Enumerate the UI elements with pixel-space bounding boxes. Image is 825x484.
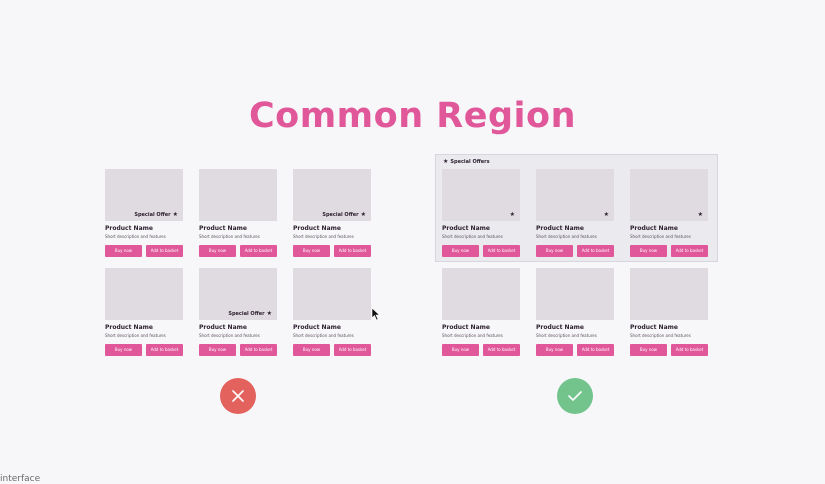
add-to-basket-button[interactable]: Add to basket	[240, 344, 277, 356]
product-description: Short description and features	[293, 234, 354, 239]
star-icon: ★	[603, 211, 609, 218]
product-image: Special Offer★	[105, 169, 183, 221]
special-offer-text: Special Offer	[228, 311, 265, 317]
product-description: Short description and features	[199, 234, 260, 239]
special-offer-text: Special Offer	[322, 212, 359, 218]
product-card: ★ Product Name Short description and fea…	[442, 169, 520, 257]
add-to-basket-button[interactable]: Add to basket	[577, 245, 614, 257]
product-image: ★	[630, 169, 708, 221]
special-offer-tag: Special Offer★	[134, 211, 178, 218]
product-card: ★ Product Name Short description and fea…	[536, 169, 614, 257]
product-image: Special Offer★	[199, 268, 277, 320]
product-image: Special Offer★	[293, 169, 371, 221]
buy-now-button[interactable]: Buy now	[293, 245, 330, 257]
buy-now-button[interactable]: Buy now	[105, 245, 142, 257]
product-image	[105, 268, 183, 320]
buy-now-button[interactable]: Buy now	[199, 344, 236, 356]
special-offer-tag: Special Offer★	[228, 310, 272, 317]
product-description: Short description and features	[199, 333, 260, 338]
correct-badge	[557, 378, 593, 414]
star-icon: ★	[697, 211, 703, 218]
region-label-text: Special Offers	[450, 159, 490, 165]
product-description: Short description and features	[536, 234, 597, 239]
add-to-basket-button[interactable]: Add to basket	[334, 245, 371, 257]
incorrect-badge	[220, 378, 256, 414]
footer-text: interface	[0, 474, 41, 484]
product-description: Short description and features	[105, 333, 166, 338]
product-card: Product Name Short description and featu…	[199, 169, 277, 257]
add-to-basket-button[interactable]: Add to basket	[577, 344, 614, 356]
product-name: Product Name	[630, 225, 678, 232]
buy-now-button[interactable]: Buy now	[293, 344, 330, 356]
product-image	[442, 268, 520, 320]
product-description: Short description and features	[630, 333, 691, 338]
product-card: Product Name Short description and featu…	[536, 268, 614, 356]
add-to-basket-button[interactable]: Add to basket	[671, 344, 708, 356]
product-card: Product Name Short description and featu…	[293, 268, 371, 356]
product-name: Product Name	[199, 225, 247, 232]
add-to-basket-button[interactable]: Add to basket	[671, 245, 708, 257]
product-image: ★	[442, 169, 520, 221]
product-image: ★	[536, 169, 614, 221]
add-to-basket-button[interactable]: Add to basket	[146, 245, 183, 257]
product-name: Product Name	[630, 324, 678, 331]
page-title: Common Region	[248, 96, 577, 136]
product-card: ★ Product Name Short description and fea…	[630, 169, 708, 257]
buy-now-button[interactable]: Buy now	[442, 344, 479, 356]
product-description: Short description and features	[442, 234, 503, 239]
x-icon	[232, 390, 244, 402]
star-icon: ★	[360, 211, 366, 218]
buy-now-button[interactable]: Buy now	[199, 245, 236, 257]
product-card: Special Offer★ Product Name Short descri…	[105, 169, 183, 257]
product-description: Short description and features	[293, 333, 354, 338]
product-image	[199, 169, 277, 221]
buy-now-button[interactable]: Buy now	[442, 245, 479, 257]
star-icon: ★	[172, 211, 178, 218]
product-description: Short description and features	[630, 234, 691, 239]
product-name: Product Name	[442, 324, 490, 331]
add-to-basket-button[interactable]: Add to basket	[483, 344, 520, 356]
buy-now-button[interactable]: Buy now	[630, 344, 667, 356]
add-to-basket-button[interactable]: Add to basket	[483, 245, 520, 257]
buy-now-button[interactable]: Buy now	[536, 344, 573, 356]
product-card: Product Name Short description and featu…	[630, 268, 708, 356]
product-description: Short description and features	[105, 234, 166, 239]
product-card: Product Name Short description and featu…	[105, 268, 183, 356]
buy-now-button[interactable]: Buy now	[105, 344, 142, 356]
product-name: Product Name	[105, 324, 153, 331]
product-description: Short description and features	[536, 333, 597, 338]
product-description: Short description and features	[442, 333, 503, 338]
add-to-basket-button[interactable]: Add to basket	[334, 344, 371, 356]
product-image	[293, 268, 371, 320]
special-offers-region-label: ★Special Offers	[443, 158, 490, 165]
add-to-basket-button[interactable]: Add to basket	[240, 245, 277, 257]
product-name: Product Name	[536, 225, 584, 232]
buy-now-button[interactable]: Buy now	[536, 245, 573, 257]
product-image	[536, 268, 614, 320]
star-icon: ★	[509, 211, 515, 218]
special-offer-tag: Special Offer★	[322, 211, 366, 218]
add-to-basket-button[interactable]: Add to basket	[146, 344, 183, 356]
product-image	[630, 268, 708, 320]
check-icon	[568, 391, 582, 401]
special-offer-text: Special Offer	[134, 212, 171, 218]
product-name: Product Name	[536, 324, 584, 331]
star-icon: ★	[443, 158, 449, 165]
product-name: Product Name	[199, 324, 247, 331]
product-name: Product Name	[293, 225, 341, 232]
product-name: Product Name	[293, 324, 341, 331]
product-card: Product Name Short description and featu…	[442, 268, 520, 356]
product-name: Product Name	[105, 225, 153, 232]
product-card: Special Offer★ Product Name Short descri…	[199, 268, 277, 356]
product-name: Product Name	[442, 225, 490, 232]
product-card: Special Offer★ Product Name Short descri…	[293, 169, 371, 257]
buy-now-button[interactable]: Buy now	[630, 245, 667, 257]
star-icon: ★	[266, 310, 272, 317]
cursor-icon	[371, 307, 381, 321]
